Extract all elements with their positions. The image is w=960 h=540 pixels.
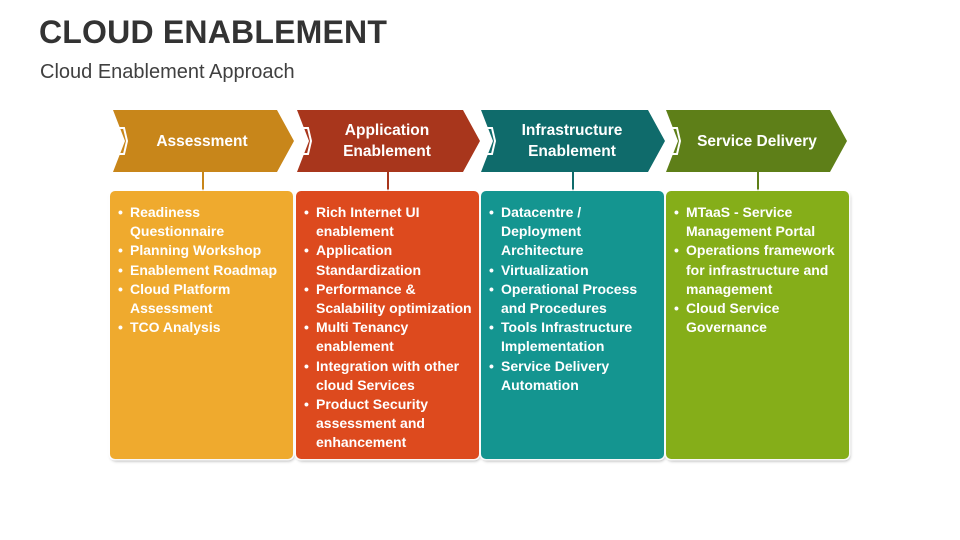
card-infrastructure-enablement: Datacentre / Deployment Architecture Vir… — [481, 191, 664, 459]
list-item: Planning Workshop — [118, 241, 287, 260]
list-item: MTaaS - Service Management Portal — [674, 203, 843, 241]
chevron-divider-3 — [648, 109, 669, 173]
bullet-list: Rich Internet UI enablement Application … — [296, 191, 479, 453]
step-label-infrastructure-enablement: Infrastructure Enablement — [521, 122, 623, 160]
connector-2 — [387, 170, 389, 191]
list-item: Enablement Roadmap — [118, 261, 287, 280]
step-label-application-enablement: Application Enablement — [343, 122, 431, 160]
connector-4 — [757, 170, 759, 191]
step-label-assessment: Assessment — [156, 132, 248, 150]
connector-1 — [202, 170, 204, 191]
list-item: TCO Analysis — [118, 318, 287, 337]
list-item: Cloud Service Governance — [674, 299, 843, 337]
notch-3 — [481, 127, 497, 155]
list-item: Datacentre / Deployment Architecture — [489, 203, 658, 261]
list-item: Service Delivery Automation — [489, 357, 658, 395]
notch-2 — [297, 127, 313, 155]
chevron-divider-1 — [277, 109, 298, 173]
card-application-enablement: Rich Internet UI enablement Application … — [296, 191, 479, 459]
step-arrow-2 — [297, 110, 480, 172]
list-item: Integration with other cloud Services — [304, 357, 473, 395]
list-item: Virtualization — [489, 261, 658, 280]
list-item: Performance & Scalability optimization — [304, 280, 473, 318]
notch-1 — [113, 127, 129, 155]
list-item: Readiness Questionnaire — [118, 203, 287, 241]
list-item: Application Standardization — [304, 241, 473, 279]
page-title: CLOUD ENABLEMENT — [39, 14, 388, 50]
page-subtitle: Cloud Enablement Approach — [40, 61, 295, 83]
bullet-list: Readiness Questionnaire Planning Worksho… — [110, 191, 293, 338]
list-item: Tools Infrastructure Implementation — [489, 318, 658, 356]
step-label-service-delivery: Service Delivery — [697, 132, 817, 150]
list-item: Rich Internet UI enablement — [304, 203, 473, 241]
connector-3 — [572, 170, 574, 191]
list-item: Product Security assessment and enhancem… — [304, 395, 473, 453]
step-arrow-4 — [666, 110, 847, 172]
chevron-divider-2 — [463, 109, 484, 173]
list-item: Multi Tenancy enablement — [304, 318, 473, 356]
card-service-delivery: MTaaS - Service Management Portal Operat… — [666, 191, 849, 459]
list-item: Operations framework for infrastructure … — [674, 241, 843, 299]
step-arrow-3 — [481, 110, 665, 172]
notch-4 — [666, 127, 682, 155]
bullet-list: MTaaS - Service Management Portal Operat… — [666, 191, 849, 337]
bullet-list: Datacentre / Deployment Architecture Vir… — [481, 191, 664, 395]
list-item: Operational Process and Procedures — [489, 280, 658, 318]
step-arrow-1 — [113, 110, 294, 172]
card-assessment: Readiness Questionnaire Planning Worksho… — [110, 191, 293, 459]
list-item: Cloud Platform Assessment — [118, 280, 287, 318]
